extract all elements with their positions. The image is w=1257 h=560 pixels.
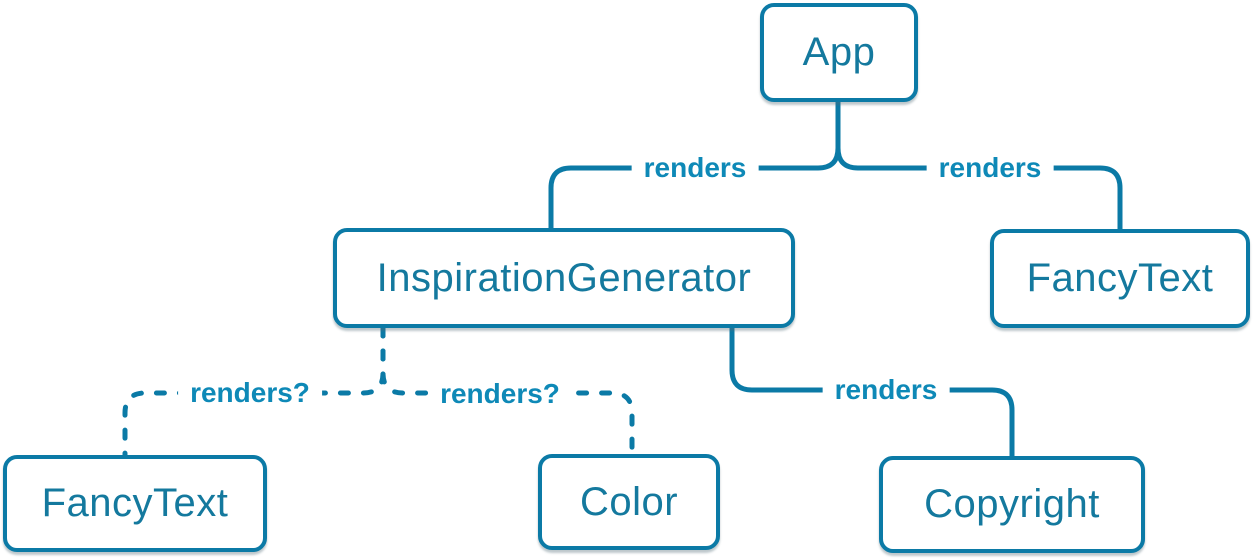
edge-label-app-fancytext: renders <box>926 151 1054 185</box>
node-fancy-text-top: FancyText <box>990 229 1250 328</box>
edge-label-app-inspirationgenerator: renders <box>631 151 759 185</box>
node-inspiration-generator: InspirationGenerator <box>333 228 795 328</box>
node-color: Color <box>538 454 720 550</box>
node-fancy-text-bottom: FancyText <box>3 455 267 552</box>
edge-label-inspirationgenerator-fancytext: renders? <box>178 376 322 410</box>
node-copyright: Copyright <box>879 456 1145 553</box>
edge-label-inspirationgenerator-color: renders? <box>428 377 572 411</box>
node-app: App <box>760 3 918 102</box>
edge-label-inspirationgenerator-copyright: renders <box>822 373 950 407</box>
